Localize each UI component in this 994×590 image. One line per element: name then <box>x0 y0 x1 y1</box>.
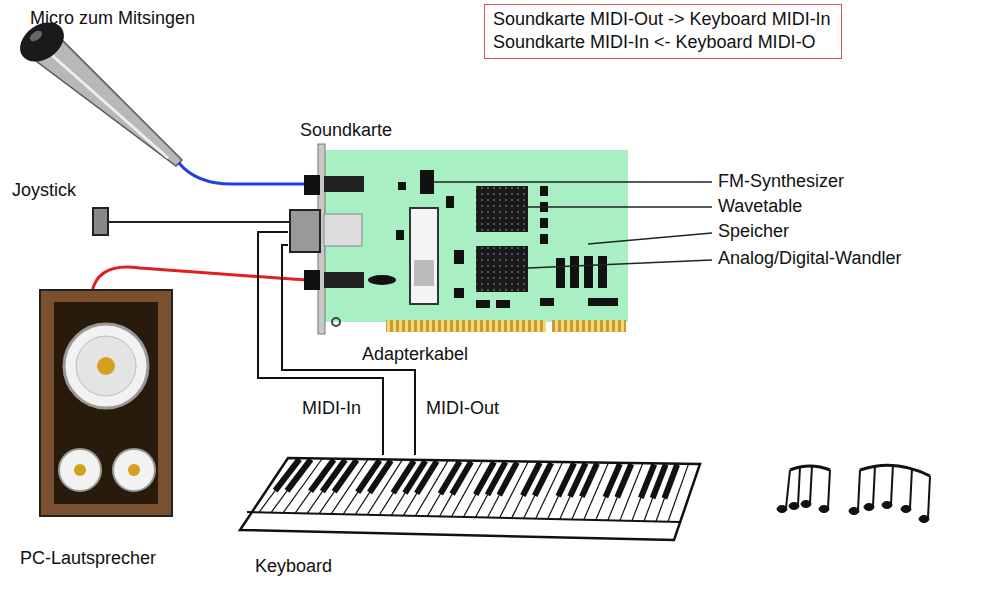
key-line <box>295 459 334 513</box>
black-key <box>617 464 631 497</box>
black-key <box>535 463 552 496</box>
black-key <box>476 462 494 495</box>
key-line <box>632 463 654 521</box>
black-key <box>499 462 517 495</box>
leader-lines <box>434 182 712 268</box>
note-text: Soundkarte MIDI-In <- Keyboard MIDI-O <box>493 31 833 54</box>
black-key <box>370 461 391 493</box>
key-line <box>656 464 677 522</box>
node-label: Keyboard <box>255 555 332 578</box>
black-key <box>287 459 311 491</box>
joystick-label: Joystick <box>12 180 76 202</box>
black-key <box>405 461 425 493</box>
sound-card <box>290 144 628 334</box>
key-line <box>572 463 597 520</box>
key-line <box>512 462 540 518</box>
key-line <box>271 458 311 512</box>
cable-label: Adapterkabel <box>362 344 468 366</box>
black-key <box>393 461 414 493</box>
black-key <box>523 463 540 496</box>
black-key <box>334 460 357 492</box>
midi-cable <box>258 232 383 455</box>
black-key <box>664 465 677 499</box>
black-key <box>487 462 505 495</box>
part-label: Analog/Digital-Wandler <box>718 248 901 270</box>
pc-speaker <box>40 267 306 516</box>
speaker-label: PC-Lautsprecher <box>20 548 156 570</box>
key-line <box>355 460 391 515</box>
black-key <box>653 465 666 499</box>
black-key <box>452 462 471 494</box>
key-line <box>488 461 517 517</box>
black-key <box>582 464 597 497</box>
node-label: Soundkarte <box>300 119 392 142</box>
key-line <box>331 459 368 514</box>
black-key <box>358 460 380 492</box>
microphone <box>13 14 306 184</box>
part-label: Wavetable <box>718 196 802 218</box>
key-line <box>584 463 609 520</box>
black-key <box>641 464 654 498</box>
black-key <box>417 461 437 493</box>
key-line <box>403 460 436 515</box>
key-line <box>451 461 482 517</box>
part-label: Speicher <box>718 221 789 243</box>
key-line <box>500 462 529 518</box>
key-line <box>391 460 425 515</box>
part-label: FM-Synthesizer <box>718 171 844 193</box>
cable-label: MIDI-In <box>300 398 363 420</box>
key-line <box>596 463 620 520</box>
black-key <box>275 459 299 490</box>
sound-card-box: Soundkarte <box>288 150 628 332</box>
key-line <box>668 464 689 522</box>
key-line <box>379 460 414 515</box>
microphone-label: Micro zum Mitsingen <box>30 8 195 30</box>
key-line <box>536 462 563 519</box>
black-key <box>311 460 334 492</box>
key-line <box>524 462 552 519</box>
black-key <box>605 464 619 497</box>
note-text: Soundkarte MIDI-Out -> Keyboard MIDI-In <box>493 8 833 31</box>
keyboard-box: Keyboard <box>240 455 705 580</box>
key-line <box>343 459 379 514</box>
key-line <box>439 461 471 517</box>
keyboard <box>240 458 700 540</box>
key-line <box>259 458 299 512</box>
key-line <box>464 461 495 517</box>
black-key <box>558 463 574 496</box>
key-line <box>283 459 322 513</box>
key-line <box>319 459 357 514</box>
key-line <box>476 461 506 517</box>
key-line <box>620 463 643 520</box>
black-key <box>570 463 586 496</box>
key-line <box>367 460 402 515</box>
black-key <box>322 460 345 492</box>
key-line <box>427 461 459 517</box>
black-key <box>440 462 459 494</box>
joystick <box>93 208 291 235</box>
cable-label: MIDI-Out <box>424 398 501 420</box>
midi-note-box: Soundkarte MIDI-Out -> Keyboard MIDI-InS… <box>484 4 842 59</box>
music-notes <box>777 464 930 523</box>
key-line <box>608 463 632 520</box>
key-line <box>307 459 345 514</box>
key-line <box>560 462 586 519</box>
key-line <box>644 464 666 522</box>
key-line <box>548 462 574 519</box>
key-line <box>415 460 448 516</box>
